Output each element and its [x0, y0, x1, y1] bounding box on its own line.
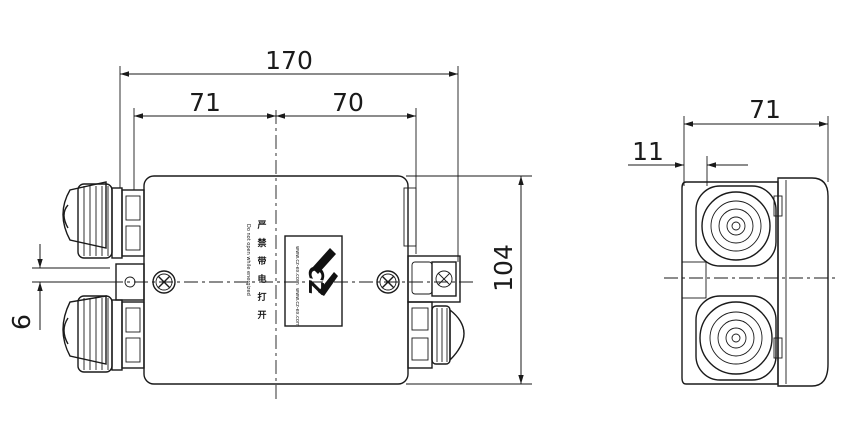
dimension-left-half: 71	[134, 88, 276, 119]
side-view: 71 11	[628, 95, 838, 387]
screw-head-icon-left	[152, 270, 176, 294]
warning-cn-3: 带	[257, 255, 266, 267]
warning-label: 严 禁 带 电 打 开 Do not open while energized	[245, 220, 267, 321]
dimension-height-text: 104	[489, 244, 518, 292]
dimension-gland-offset: 6	[7, 244, 43, 330]
dimension-height: 104	[489, 176, 524, 384]
screw-head-icon-right	[376, 270, 400, 294]
dimension-side-offset-text: 11	[632, 137, 664, 166]
dimension-side-depth: 71	[684, 95, 828, 127]
left-cable-gland-bottom	[62, 295, 145, 373]
dimension-overall-length-text: 170	[265, 46, 313, 75]
warning-cn-6: 开	[257, 310, 266, 321]
side-lug	[681, 261, 707, 299]
right-bracket	[407, 255, 461, 303]
dimension-gland-offset-text: 6	[7, 314, 36, 330]
nameplate-website-top: www.cz-ex.com	[294, 246, 300, 285]
logo-text: CZ	[304, 266, 328, 296]
warning-cn-2: 禁	[257, 237, 266, 249]
enclosure-side-rib	[403, 187, 417, 247]
side-lid	[777, 177, 829, 387]
side-clip-bottom	[773, 337, 783, 359]
right-cable-gland	[407, 301, 465, 369]
side-gland-bottom	[695, 295, 777, 381]
side-gland-top	[695, 185, 777, 267]
cz-logo-icon: CZ	[304, 248, 338, 296]
front-view: 170 71 70 104 6	[7, 46, 532, 400]
warning-cn-5: 打	[257, 291, 266, 303]
extension-lines	[32, 66, 532, 385]
left-cable-gland-top	[62, 181, 145, 259]
dimension-right-half: 70	[276, 88, 416, 119]
warning-cn-1: 严	[256, 220, 266, 231]
nameplate: www.cz-ex.com www.cz-ex.com CZ	[284, 235, 343, 327]
warning-en-text: Do not open while energized	[245, 224, 251, 296]
dimension-left-half-text: 71	[189, 88, 221, 117]
side-body	[681, 181, 779, 385]
side-clip-top	[773, 195, 783, 217]
left-lug-hole	[124, 276, 136, 288]
dimension-side-depth-text: 71	[749, 95, 781, 124]
nameplate-website-bottom: www.cz-ex.com	[294, 288, 300, 327]
warning-cn-4: 电	[257, 273, 266, 285]
dimension-side-offset: 11	[628, 137, 748, 168]
dimension-right-half-text: 70	[332, 88, 364, 117]
dimension-overall-length: 170	[120, 46, 458, 77]
